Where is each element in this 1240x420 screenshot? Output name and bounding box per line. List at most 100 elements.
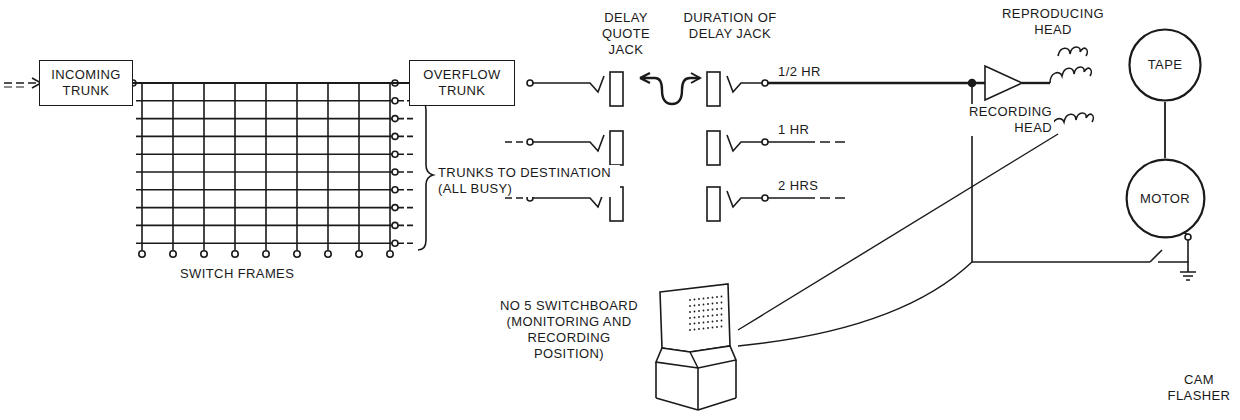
- terminal: [392, 240, 398, 246]
- terminal: [139, 251, 145, 257]
- terminal: [762, 139, 768, 145]
- duration-label: 1/2 HR: [776, 64, 823, 80]
- grid-column: [265, 83, 267, 250]
- panel-lamp: [703, 316, 705, 318]
- grid-column: [141, 83, 143, 250]
- panel-lamp: [712, 327, 714, 329]
- grid-row: [136, 225, 392, 227]
- part-label: DELAY QUOTE JACK: [582, 10, 670, 58]
- cam-contact: [1176, 240, 1188, 262]
- wire: [768, 197, 845, 199]
- panel-lamp: [716, 308, 718, 310]
- panel-lamp: [689, 305, 691, 307]
- wire: [768, 141, 845, 143]
- trunk-dash: [398, 207, 413, 209]
- jack-spring: [533, 76, 604, 92]
- panel-lamp: [707, 327, 709, 329]
- part-label: RECORDING HEAD: [966, 104, 1054, 136]
- terminal: [392, 187, 398, 193]
- panel-lamp: [721, 320, 723, 322]
- terminal: [392, 205, 398, 211]
- terminal: [170, 251, 176, 257]
- wire: [738, 134, 1058, 330]
- reproducing-head: [1058, 47, 1087, 56]
- trunk-dash: [398, 225, 413, 227]
- panel-lamp: [707, 315, 709, 317]
- tape-reel: TAPE: [1128, 28, 1202, 102]
- panel-lamp: [698, 304, 700, 306]
- terminal: [294, 251, 300, 257]
- terminal: [392, 133, 398, 139]
- panel-lamp: [707, 297, 709, 299]
- panel-lamp: [707, 303, 709, 305]
- cam-contact: [1150, 250, 1176, 262]
- grid-row: [136, 153, 392, 155]
- jack-spring: [533, 135, 604, 151]
- panel-lamp: [694, 311, 696, 313]
- part-label: REPRODUCING HEAD: [996, 6, 1110, 38]
- grid-row: [136, 171, 392, 173]
- terminal: [263, 251, 269, 257]
- panel-lamp: [707, 309, 709, 311]
- terminal: [762, 80, 768, 86]
- terminal: [1185, 234, 1191, 240]
- grid-column: [172, 83, 174, 250]
- jack-spring: [727, 135, 762, 151]
- panel-lamp: [716, 296, 718, 298]
- jack: [610, 72, 623, 106]
- panel-lamp: [689, 311, 691, 313]
- panel-lamp: [712, 321, 714, 323]
- panel-lamp: [712, 297, 714, 299]
- grid-column: [389, 83, 391, 250]
- trunk-box: INCOMING TRUNK: [39, 60, 133, 106]
- duration-label: 1 HR: [776, 122, 811, 138]
- panel-lamp: [716, 326, 718, 328]
- trunk-dash: [398, 136, 413, 138]
- grid-column: [327, 83, 329, 250]
- panel-lamp: [698, 322, 700, 324]
- motor-circle: MOTOR: [1125, 158, 1206, 239]
- node-text: OVERFLOW TRUNK: [410, 65, 514, 101]
- panel-lamp: [689, 323, 691, 325]
- switch-frames: [130, 80, 413, 257]
- node-text: INCOMING TRUNK: [40, 65, 132, 101]
- part-label: DURATION OF DELAY JACK: [676, 10, 784, 42]
- panel-lamp: [703, 328, 705, 330]
- grid-row: [136, 207, 392, 209]
- panel-lamp: [703, 310, 705, 312]
- trunk-dash: [398, 171, 413, 173]
- panel-lamp: [694, 317, 696, 319]
- jack: [707, 131, 720, 165]
- panel-lamp: [721, 326, 723, 328]
- panel-lamp: [721, 302, 723, 304]
- panel-lamp: [703, 304, 705, 306]
- terminal: [325, 251, 331, 257]
- grid-column: [296, 83, 298, 250]
- terminal: [527, 80, 533, 86]
- switchboard: [656, 284, 736, 410]
- connector-line: [133, 82, 409, 84]
- terminal: [392, 151, 398, 157]
- panel-lamp: [694, 329, 696, 331]
- part-label: NO 5 SWITCHBOARD (MONITORING AND RECORDI…: [492, 298, 646, 362]
- wire: [1022, 82, 1050, 84]
- terminal: [762, 195, 768, 201]
- trunk-dash: [398, 153, 413, 155]
- recording-head: [1052, 113, 1093, 128]
- incoming-dash: [4, 82, 36, 84]
- panel-lamp: [698, 298, 700, 300]
- panel-lamp: [698, 316, 700, 318]
- connector: [1165, 102, 1166, 158]
- panel-lamp: [716, 314, 718, 316]
- panel-lamp: [689, 299, 691, 301]
- patch-cord: [640, 73, 700, 104]
- panel-lamp: [712, 315, 714, 317]
- jack-spring: [727, 76, 762, 92]
- jack: [610, 131, 623, 165]
- node-text: MOTOR: [1134, 189, 1196, 209]
- terminal: [392, 116, 398, 122]
- grid-column: [203, 83, 205, 250]
- panel-lamp: [703, 298, 705, 300]
- reproducing-head: [1050, 67, 1091, 83]
- terminal: [527, 139, 533, 145]
